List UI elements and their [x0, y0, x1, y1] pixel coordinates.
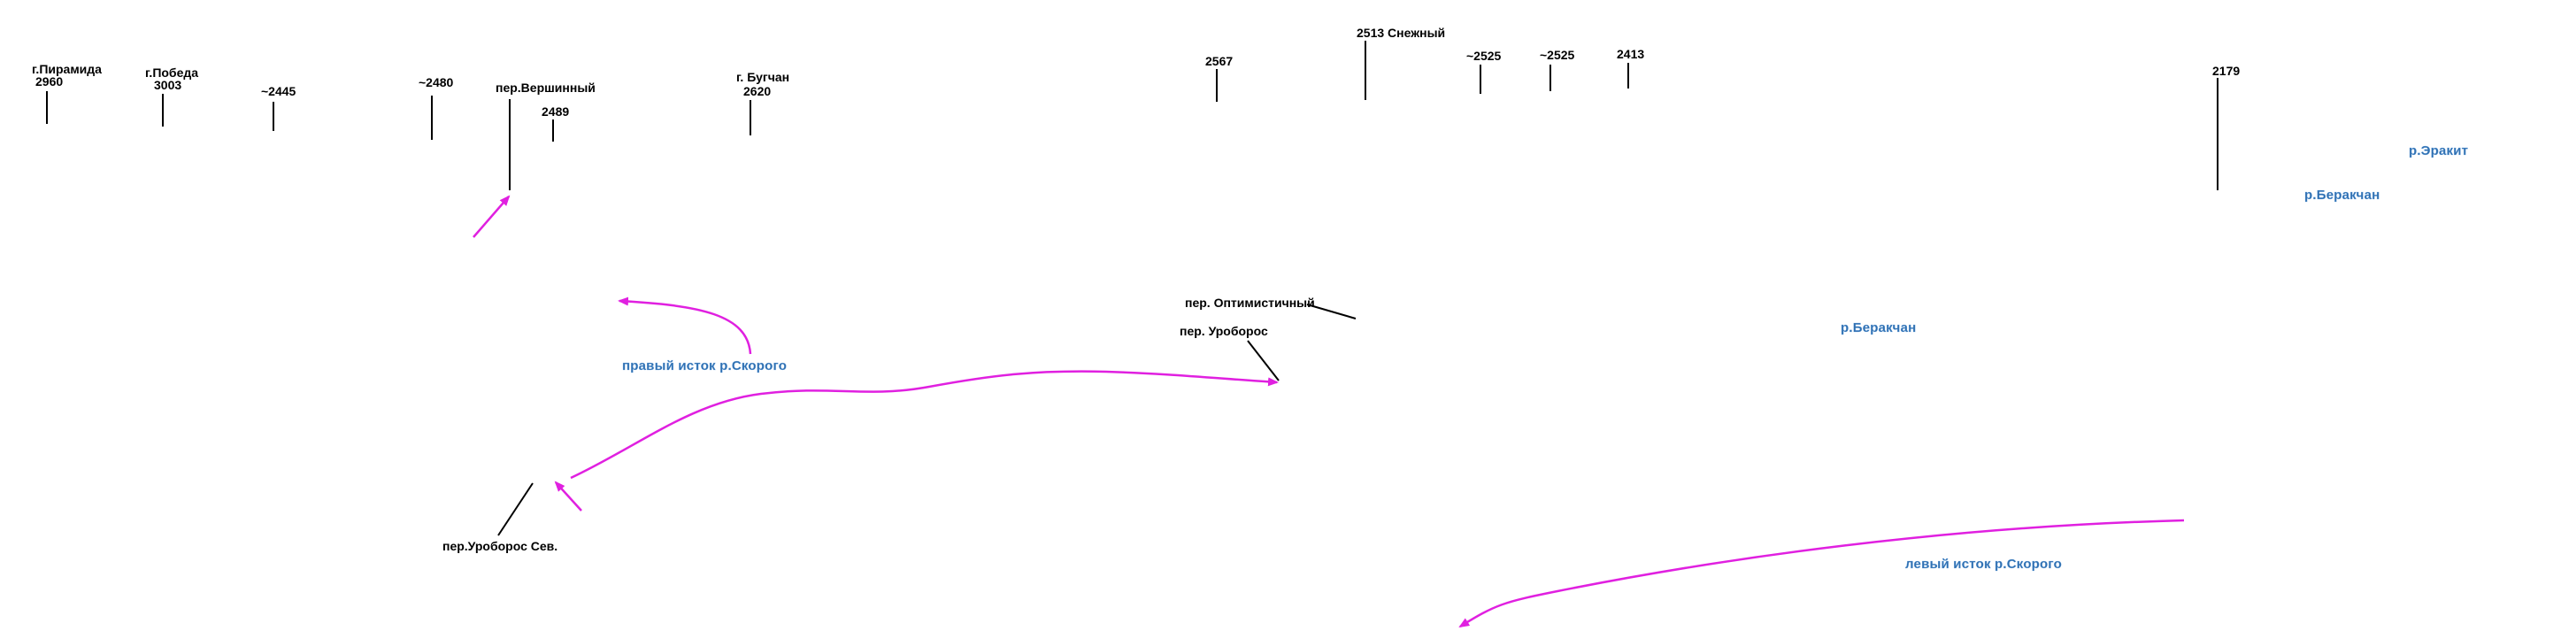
river-left-source: левый исток р.Скорого	[1905, 557, 2063, 572]
leader-uroboros-north	[497, 482, 534, 536]
route-arrow-uroboros-north	[554, 481, 582, 512]
route-arrow-vershinny	[473, 195, 511, 238]
peak-piramida-name: г.Пирамида	[32, 62, 102, 76]
route-lines	[473, 195, 2185, 628]
river-berakchan-small: р.Беракчан	[2304, 188, 2380, 203]
peak-pobeda-alt: 3003	[154, 78, 182, 92]
peak-2489: 2489	[542, 104, 570, 119]
peak-leaders	[46, 41, 2218, 536]
peak-2525b: ~2525	[1540, 48, 1575, 62]
river-berakchan-main: р.Беракчан	[1841, 320, 1917, 335]
peak-snezhny: 2513 Снежный	[1357, 26, 1446, 40]
pass-uroboros-north: пер.Уроборос Сев.	[442, 539, 558, 553]
peak-2567: 2567	[1205, 54, 1234, 68]
river-right-source: правый исток р.Скорого	[622, 358, 788, 373]
peak-2413: 2413	[1617, 47, 1645, 61]
leader-optimistichny	[1306, 304, 1357, 319]
leader-uroboros	[1247, 340, 1280, 381]
pass-optimistichny: пер. Оптимистичный	[1185, 296, 1315, 310]
route-main	[570, 370, 1279, 480]
peak-2179: 2179	[2212, 64, 2241, 78]
pass-uroboros: пер. Уроборос	[1180, 324, 1268, 338]
pass-vershinny: пер.Вершинный	[496, 81, 596, 95]
route-arrow-left-source	[1458, 519, 2185, 628]
peak-2480: ~2480	[419, 75, 454, 89]
peak-pobeda-name: г.Победа	[145, 65, 199, 80]
route-arrow-right-source	[618, 296, 752, 355]
peak-2445: ~2445	[261, 84, 296, 98]
peak-bugchan-name: г. Бугчан	[736, 70, 790, 84]
river-erakit: р.Эракит	[2409, 143, 2469, 158]
peak-piramida-alt: 2960	[35, 74, 64, 88]
peak-bugchan-alt: 2620	[743, 84, 772, 98]
peak-2525a: ~2525	[1466, 49, 1502, 63]
